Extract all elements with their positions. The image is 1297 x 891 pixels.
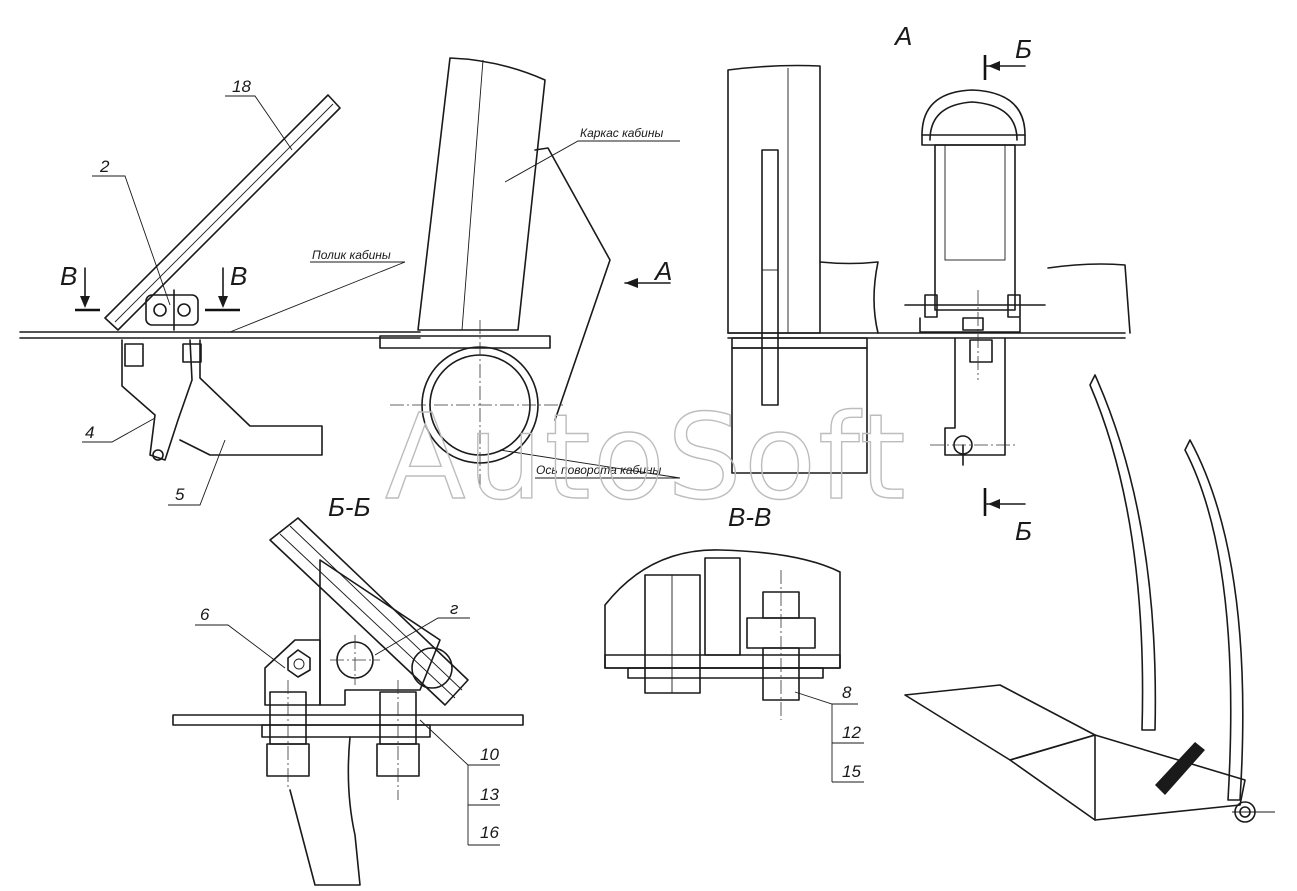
callout-6: 6 [200,605,210,624]
main-view: 18 2 4 5 В В Полик кабины Каркас кабины … [19,57,681,506]
label-cab-floor: Полик кабины [312,248,391,262]
pedal-pad-end [921,89,1026,136]
callout-5: 5 [175,485,185,504]
watermark: AutoSoft [385,388,908,526]
callout-2: 2 [99,157,110,176]
iso-tube-left [1089,374,1157,731]
leader-frame [504,140,680,183]
leader-6 [195,624,286,669]
iso-tube-right [1184,439,1244,801]
leader-axis [499,449,681,479]
label-cab-axis: Ось поворота кабины [536,463,662,477]
callout-8: 8 [842,683,852,702]
cut-label-v-right: В [230,261,247,291]
isometric-view [904,374,1275,823]
iso-plate-top [904,684,1096,761]
bracket-5 [179,339,323,456]
leader-g [374,617,470,656]
cab-frame-pillar [417,57,546,331]
callout-12: 12 [842,723,861,742]
leader-4 [82,417,156,443]
section-vv: В-В 8 12 15 [604,502,864,783]
cut-label-b-top: Б [1015,34,1032,64]
leader-floor [229,261,406,333]
callout-10: 10 [480,745,499,764]
leader-18 [225,95,293,151]
callout-16: 16 [480,823,499,842]
detail-g-label: г [450,599,458,618]
lever-4 [121,339,193,461]
cut-label-b-bottom: Б [1015,516,1032,546]
view-a: А Б Б [727,21,1131,546]
section-vv-outline [604,549,841,669]
leader-5 [168,439,226,506]
label-cab-frame: Каркас кабины [580,126,663,140]
pedal-section [269,517,469,706]
iso-plate-floor [1009,734,1246,821]
section-bb: Б-Б 6 г 10 13 16 [172,492,524,886]
bracket-2 [145,294,199,326]
callout-13: 13 [480,785,499,804]
callout-15: 15 [842,762,861,781]
section-bb-title: Б-Б [328,492,371,522]
callout-18: 18 [232,77,251,96]
hinge-block [319,559,441,706]
pedal-18 [104,94,341,331]
leader-2 [92,175,171,306]
callout-4: 4 [85,423,94,442]
arrow-a-label: А [653,256,672,286]
cut-label-v-left: В [60,261,77,291]
section-vv-title: В-В [728,502,771,532]
lever-section [289,736,361,886]
view-a-title: А [893,21,912,51]
